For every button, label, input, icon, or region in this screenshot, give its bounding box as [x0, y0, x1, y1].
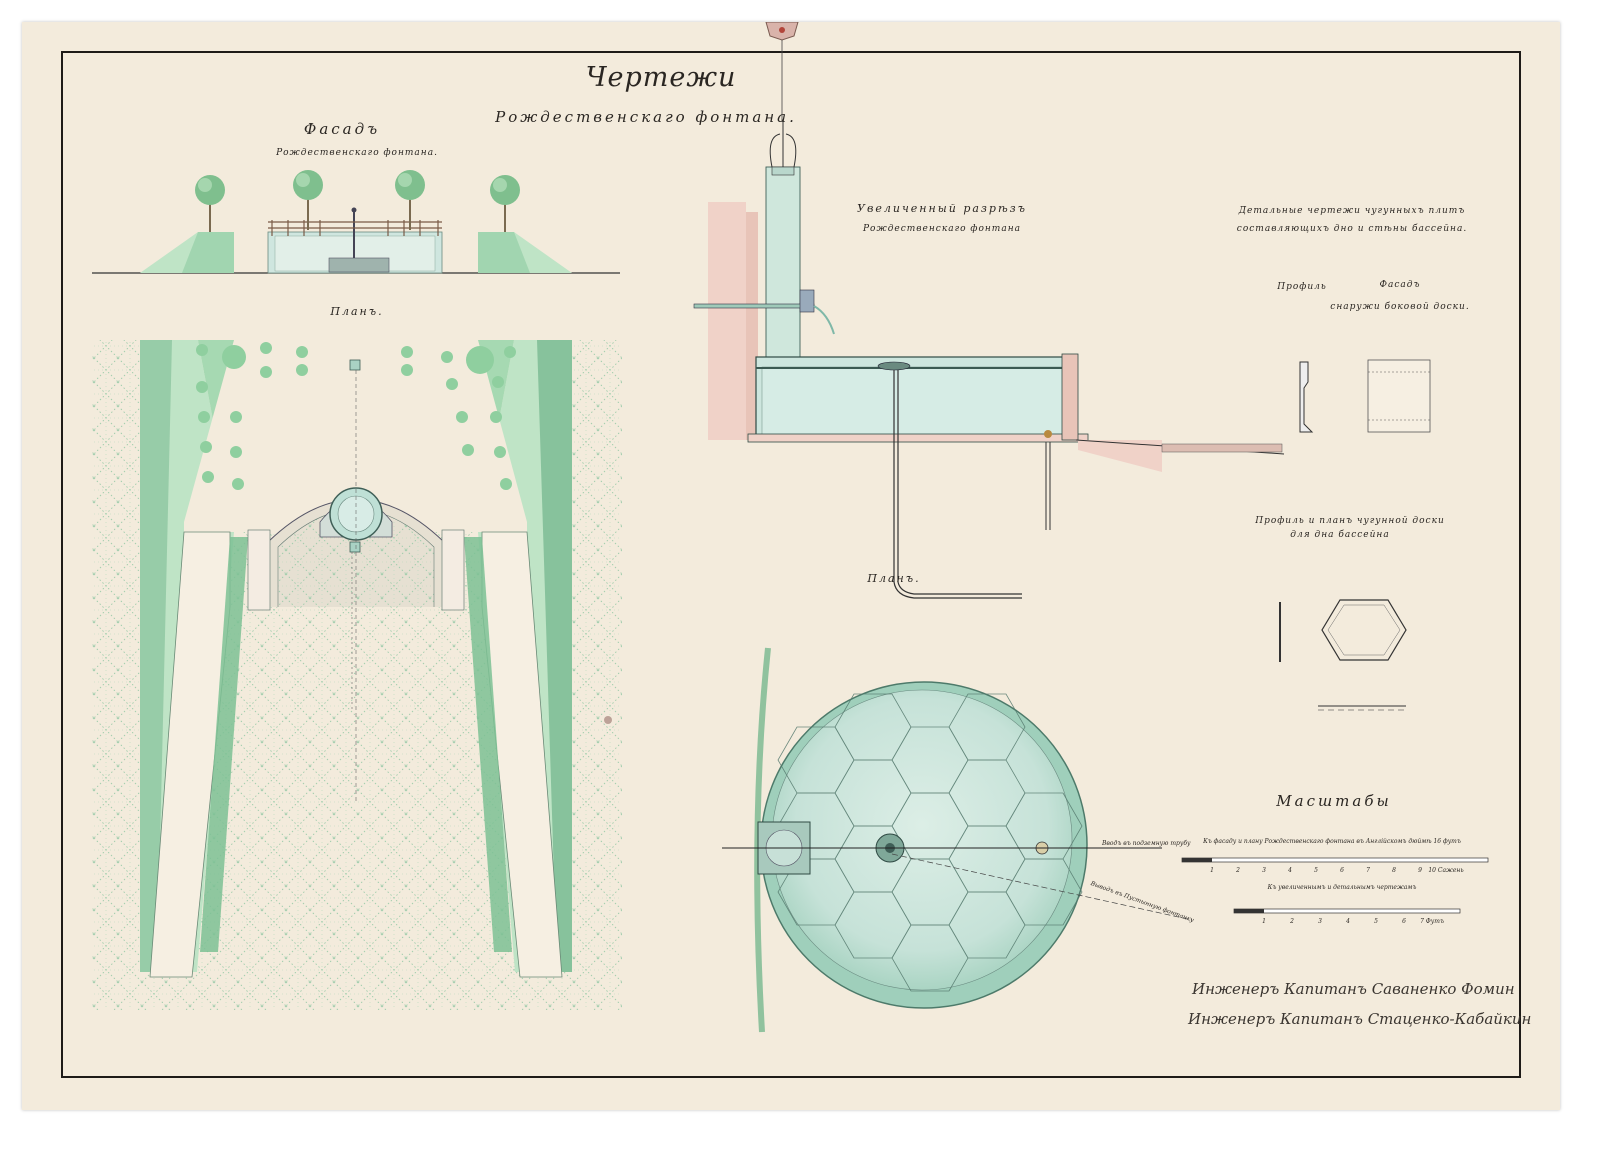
drawing-sheet: Чертежи Рождественскаго фонтана. Фасадъ … — [22, 22, 1560, 1110]
section-title: Увеличенный разрѣзъ — [856, 202, 1028, 215]
scale-tick-label: 8 — [1392, 867, 1396, 874]
details-bottom-2: для дна бассейна — [1290, 530, 1390, 540]
inlet-label: Вводъ въ подземную трубу — [1102, 840, 1191, 847]
tree-icon — [490, 175, 520, 232]
scale-1-caption: Къ фасаду и плану Рождественскаго фонтан… — [1203, 838, 1461, 845]
scale-tick-label: 5 — [1374, 918, 1378, 925]
site-plan — [92, 340, 622, 1010]
scale-bar-1 — [1181, 857, 1489, 863]
details-facade-sub: снаружи боковой доски. — [1330, 302, 1470, 312]
tree-icon — [395, 170, 425, 230]
scale-tick-label: 3 — [1318, 918, 1322, 925]
scale-bar-2 — [1233, 908, 1461, 914]
drawing-subtitle: Рождественскаго фонтана. — [495, 108, 797, 126]
shrub-icon — [196, 342, 308, 490]
shrub-icon — [401, 346, 516, 490]
top-ornament-icon — [765, 22, 799, 122]
enlarged-section — [693, 122, 1285, 599]
scale-2-caption: Къ увеличеннымъ и детальнымъ чертежамъ — [1267, 884, 1417, 891]
scale-tick-label: 10 Сажень — [1428, 867, 1464, 874]
scale-tick-label: 7 — [1366, 867, 1370, 874]
tree-icon — [195, 175, 225, 232]
scale-tick-label: 3 — [1262, 867, 1266, 874]
plan-left-title: Планъ. — [330, 305, 384, 318]
sheet-border — [61, 51, 1521, 1078]
facade-title: Фасадъ — [303, 120, 381, 138]
drawing-title: Чертежи — [585, 62, 737, 93]
scale-tick-label: 6 — [1340, 867, 1344, 874]
details-bottom-1: Профиль и планъ чугунной доски — [1255, 516, 1445, 526]
details-profile-label: Профиль — [1277, 282, 1327, 292]
signature-2: Инженеръ Капитанъ Стаценко-Кабайкин — [1188, 1010, 1532, 1028]
tree-icon — [293, 170, 323, 230]
scale-tick-label: 1 — [1262, 918, 1266, 925]
details-facade-label: Фасадъ — [1379, 280, 1421, 290]
scales-title: Масштабы — [1276, 792, 1392, 810]
scale-tick-label: 9 — [1418, 867, 1422, 874]
scale-tick-label: 7 Футъ — [1420, 918, 1444, 925]
plan-right-title: Планъ. — [867, 572, 921, 585]
scale-tick-label: 6 — [1402, 918, 1406, 925]
basin-plan — [722, 647, 1193, 1033]
signature-1: Инженеръ Капитанъ Саваненко Фомин — [1192, 980, 1515, 998]
scale-tick-label: 2 — [1290, 918, 1294, 925]
plate-details — [1279, 359, 1431, 711]
details-title-1: Детальные чертежи чугунныхъ плитъ — [1238, 206, 1466, 216]
details-title-2: составляющихъ дно и стѣны бассейна. — [1236, 224, 1468, 234]
scale-tick-label: 2 — [1236, 867, 1240, 874]
scale-tick-label: 5 — [1314, 867, 1318, 874]
architectural-drawing — [61, 22, 1521, 1078]
facade-subtitle: Рождественскаго фонтана. — [276, 148, 438, 158]
scale-tick-label: 1 — [1210, 867, 1214, 874]
scale-tick-label: 4 — [1288, 867, 1292, 874]
facade-elevation — [92, 207, 620, 274]
scale-tick-label: 4 — [1346, 918, 1350, 925]
section-subtitle: Рождественскаго фонтана — [863, 224, 1021, 234]
